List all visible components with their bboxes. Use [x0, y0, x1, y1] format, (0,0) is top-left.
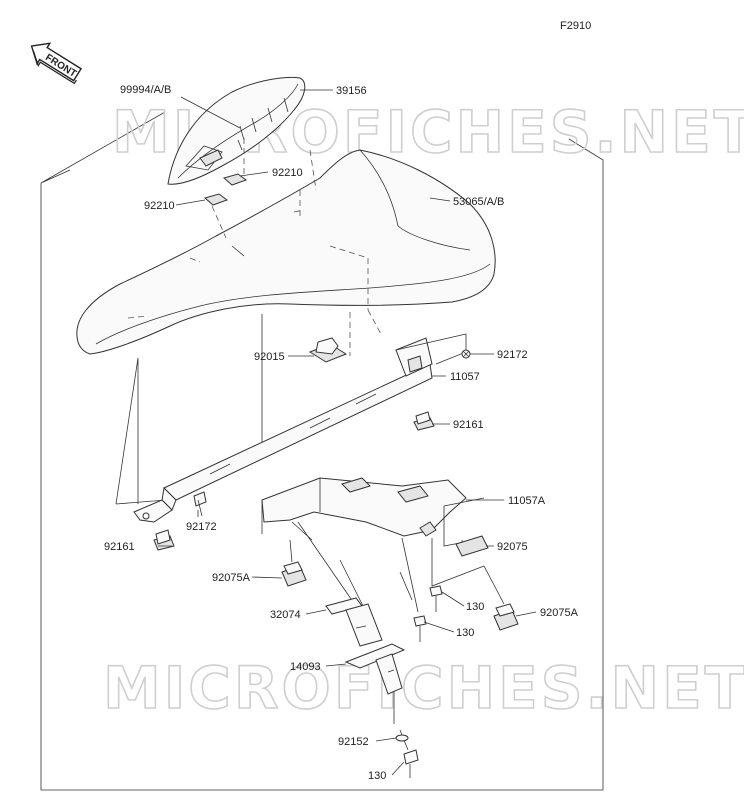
bracket-11057: [133, 333, 467, 523]
bolt-130-a: [429, 585, 443, 612]
vertical-guides: [297, 521, 419, 751]
damper-92075: [455, 535, 489, 557]
bolt-92172-left: [193, 491, 207, 517]
washer-92152: [395, 734, 409, 742]
watermark-bottom: MICROFICHES.NET: [103, 654, 744, 722]
label-92210-lower: 92210: [144, 200, 175, 212]
label-32074: 32074: [270, 609, 301, 621]
label-92015: 92015: [254, 351, 285, 363]
stay-14093: [344, 603, 406, 695]
bolt-92172-right: [461, 349, 471, 359]
seat-cowl-53065: [76, 149, 496, 355]
label-130-a: 130: [466, 601, 484, 613]
label-99994: 99994/A/B: [120, 84, 171, 96]
label-130-c: 130: [368, 770, 386, 782]
label-11057: 11057: [450, 371, 480, 383]
damper-92161-left: [153, 529, 175, 551]
front-arrow-icon: FRONT: [30, 42, 83, 85]
bracket-11057a: [261, 477, 485, 547]
label-92172-left: 92172: [186, 521, 217, 533]
hidden-lines: [211, 138, 383, 356]
figure-code: F2910: [560, 20, 591, 32]
bolt-130-c: [403, 749, 419, 778]
label-92172-right: 92172: [497, 349, 528, 361]
bolt-130-b: [413, 615, 427, 642]
damper-92075a-right: [493, 603, 519, 631]
label-39156: 39156: [336, 85, 367, 97]
grommet-92015: [308, 337, 348, 363]
damper-upper: [407, 355, 423, 373]
label-92161-right: 92161: [453, 419, 484, 431]
damper-92075a-left: [281, 561, 307, 587]
label-92210-upper: 92210: [272, 167, 303, 179]
label-130-b: 130: [456, 627, 474, 639]
assembly-frame: [40, 111, 604, 791]
label-92161-left: 92161: [104, 541, 135, 553]
label-leaders: [158, 89, 537, 776]
seat-cowl-cover: [167, 76, 306, 185]
label-92075a-right: 92075A: [540, 607, 579, 619]
label-11057a: 11057A: [508, 495, 546, 507]
label-92075a-left: 92075A: [212, 572, 251, 584]
label-14093: 14093: [290, 661, 321, 673]
label-53065: 53065/A/B: [453, 196, 504, 208]
label-92152: 92152: [338, 736, 369, 748]
guide-lines-left: [115, 245, 263, 505]
damper-92161-right: [413, 411, 435, 431]
label-92075: 92075: [497, 541, 528, 553]
clip-92210-lower: [203, 193, 229, 206]
guide-lines-right: [289, 538, 505, 605]
clip-92210-upper: [222, 173, 248, 186]
